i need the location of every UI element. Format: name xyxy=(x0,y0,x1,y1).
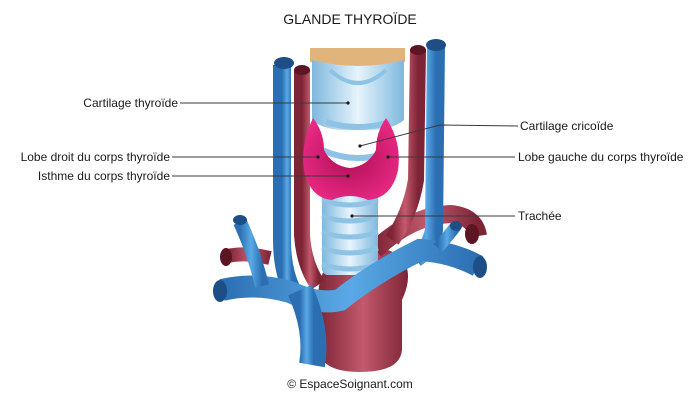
label-isthme: Isthme du corps thyroïde xyxy=(38,169,170,183)
label-lobe-gauche: Lobe gauche du corps thyroïde xyxy=(518,150,684,164)
copyright-text: © EspaceSoignant.com xyxy=(287,377,413,391)
label-trachee: Trachée xyxy=(518,209,562,223)
marker-cartilage-thyroide xyxy=(346,101,349,104)
page-title: GLANDE THYROÏDE xyxy=(283,11,417,27)
label-cartilage-cricoide: Cartilage cricoïde xyxy=(520,119,614,133)
marker-isthme xyxy=(346,174,349,177)
right-jugular-vein xyxy=(282,65,292,290)
marker-lobe-gauche xyxy=(386,155,389,158)
marker-lobe-droit xyxy=(316,155,319,158)
marker-cartilage-cricoide xyxy=(358,144,361,147)
marker-trachee xyxy=(350,214,353,217)
label-lobe-droit: Lobe droit du corps thyroïde xyxy=(21,150,171,164)
label-cartilage-thyroide: Cartilage thyroïde xyxy=(83,96,178,110)
